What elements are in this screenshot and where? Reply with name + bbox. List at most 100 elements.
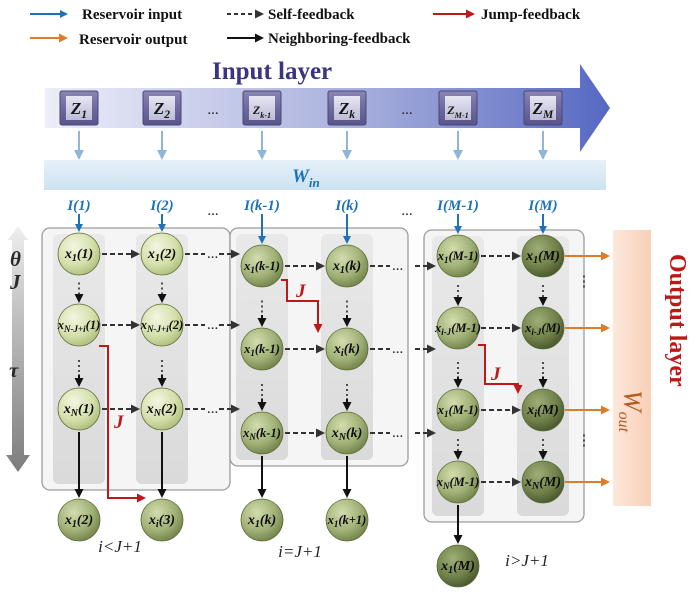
jump-feedback-arrow [478,344,523,394]
jump-feedback-arrow [281,279,323,333]
output-vdots: ⋮ [577,433,592,449]
reservoir-node: xN(k-1) [240,411,284,455]
column-vdots: ⋮ [255,383,270,399]
input-node-face [149,96,175,120]
row-ellipsis: ... [207,246,218,262]
reservoir-node: xi-J(M) [521,306,565,350]
column-vdots: ⋮ [340,383,355,399]
side-arrow [6,226,30,472]
input-node-z: Z2 [142,90,182,126]
column-vdots: ⋮ [451,361,466,377]
node-label: xi-J(M-1) [434,321,481,337]
reservoir-node: x1(M-1) [436,234,480,278]
input-node-z: ZM [523,90,563,126]
node-circle [521,306,565,350]
legend: Reservoir input Self-feedback Jump-feedb… [30,7,581,48]
output-layer-title: Output layer [664,254,690,387]
next-state-node: x1(k) [240,498,284,542]
reservoir-column-band [517,236,569,516]
input-ellipsis: ... [207,102,218,118]
row-ellipsis: ... [392,425,403,441]
reservoir-node: xN-J+i(2) [140,303,184,347]
node-label: x1(M-1) [437,403,479,419]
reservoir-node: xN-J+i(1) [57,303,101,347]
node-label: x1(M) [525,249,560,266]
input-label-ellipsis: ... [401,203,412,219]
row-ellipsis: ... [392,258,403,274]
jump-label: J [295,281,306,302]
reservoir-nodes: x1(1)x1(2)xN-J+i(1)xN-J+i(2)xN(1)xN(2)x1… [57,232,565,588]
column-vdots: ⋮ [536,361,551,377]
node-circle [325,327,369,371]
reservoir-node: xN(M-1) [436,460,480,504]
node-label: x1(k) [247,513,276,530]
node-circle [57,387,101,431]
node-label: xN(M) [524,475,561,492]
output-layer-box [613,230,651,506]
reservoir-input-label: I(k) [334,198,358,214]
column-vdots: ⋮ [536,284,551,300]
row-ellipsis: ... [207,401,218,417]
column-vdots: ⋮ [155,359,170,375]
jump-label: J [490,364,501,385]
input-node-face [445,96,471,120]
node-circle [521,234,565,278]
input-node-z: Zk [327,90,367,126]
reservoir-node: xN(k) [325,411,369,455]
column-vdots: ⋮ [72,281,87,297]
node-circle [140,498,184,542]
node-label: xN-J+i(1) [57,318,100,334]
input-ellipsis: ... [401,102,412,118]
node-circle [521,388,565,432]
column-vdots: ⋮ [255,299,270,315]
node-circle [436,460,480,504]
reservoir-input-label: I(2) [149,198,173,214]
node-circle [436,306,480,350]
input-node-z: ZM-1 [438,90,478,126]
node-circle [240,411,284,455]
row-ellipsis: ... [207,317,218,333]
column-vdots: ⋮ [72,359,87,375]
input-node-label: ZM [532,99,554,121]
next-state-node: xi(3) [140,498,184,542]
reservoir-node: x1(1) [57,232,101,276]
node-circle [240,327,284,371]
reservoir-input-label: I(M-1) [436,198,479,214]
node-label: xi(k) [333,342,360,359]
node-label: xN(k-1) [242,426,281,442]
reservoir-node: xi(k) [325,327,369,371]
input-node-label: Zk [338,99,355,121]
node-circle [325,498,369,542]
row-ellipsis: ... [392,341,403,357]
node-circle [325,411,369,455]
node-circle [57,498,101,542]
win-bar-rect [44,160,606,190]
node-circle [325,244,369,288]
column-vdots: ⋮ [451,438,466,454]
reservoir-input-label: I(k-1) [243,198,280,214]
next-state-node: x1(M) [436,544,480,588]
reservoir-column-band [432,236,484,516]
reservoir-node: xi(M) [521,388,565,432]
group-condition-label: i>J+1 [505,551,549,570]
side-label-theta: θ [10,247,21,271]
column-vdots: ⋮ [451,284,466,300]
node-circle [436,388,480,432]
legend-self-feedback-label: Self-feedback [268,7,355,23]
input-node-face [530,96,556,120]
reservoir-node: xN(1) [57,387,101,431]
jump-feedback-arrow [99,345,146,503]
reservoir-node: xN(M) [521,460,565,504]
input-node-face [66,96,92,120]
node-label: x1(k) [332,259,361,276]
reservoir-node: xi-J(M-1) [434,306,481,350]
node-label: x1(M) [440,559,475,576]
group-condition-label: i<J+1 [98,537,142,556]
legend-reservoir-input-label: Reservoir input [82,7,182,23]
legend-neighboring-feedback-label: Neighboring-feedback [268,31,411,47]
output-vdots: ⋮ [577,274,592,290]
node-circle [240,498,284,542]
input-node-z: Zk-1 [242,90,282,126]
